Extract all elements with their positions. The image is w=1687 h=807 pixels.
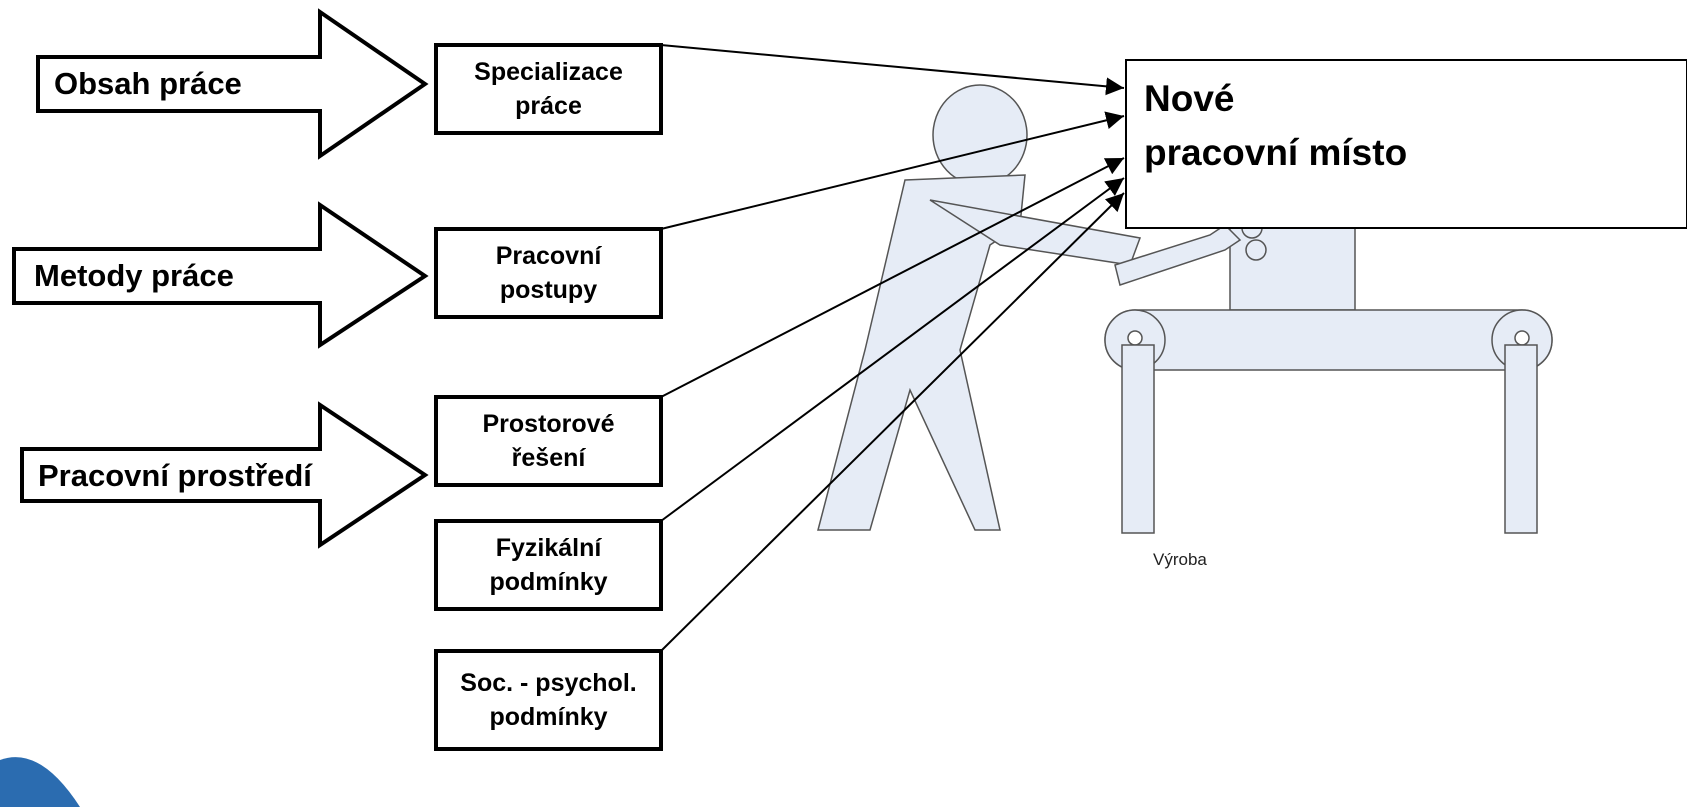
factor-label-fyzikalni: Fyzikální podmínky: [436, 521, 661, 609]
machine-lever: [1114, 224, 1242, 286]
machine-illustration: [1104, 199, 1553, 534]
factor-box-5: [434, 649, 663, 751]
factor-box-4: [434, 519, 663, 611]
category-arrows: [12, 8, 429, 549]
category-label-obsah: Obsah práce: [54, 66, 242, 101]
factor-box-1: [434, 43, 663, 135]
factor-label-line2: práce: [515, 92, 582, 120]
factor-label-line1: Pracovní: [495, 242, 602, 270]
factor-label-line2: postupy: [499, 276, 598, 304]
connector-2: [660, 111, 1125, 230]
factor-label-line2: podmínky: [489, 568, 608, 596]
corner-accent: [0, 757, 80, 807]
category-arrow-2: [12, 201, 429, 349]
connectors: [660, 44, 1125, 652]
factor-label-postupy: Pracovní postupy: [436, 229, 661, 317]
factor-label-line1: Soc. - psychol.: [460, 669, 637, 697]
category-arrow-3: [20, 401, 429, 549]
category-label-metody: Metody práce: [34, 258, 234, 293]
worker-head: [932, 84, 1028, 186]
connector-3: [660, 157, 1125, 398]
factor-label-specializace: Specializace práce: [436, 45, 661, 133]
worker-figure: [817, 84, 1142, 531]
connector-5: [660, 192, 1125, 652]
factor-label-line1: Fyzikální: [495, 534, 602, 562]
factor-boxes: [434, 43, 663, 751]
target-box: [1125, 59, 1687, 229]
category-label-prostredi: Pracovní prostředí: [38, 458, 312, 493]
factor-label-line2: podmínky: [489, 703, 608, 731]
target-label: Nové pracovní místo: [1144, 72, 1407, 179]
factor-label-soc-psychol: Soc. - psychol. podmínky: [436, 651, 661, 749]
factor-box-2: [434, 227, 663, 319]
target-label-line1: Nové: [1144, 78, 1235, 119]
machine-leg-right: [1504, 344, 1538, 534]
factor-label-line2: řešení: [511, 444, 586, 472]
factor-box-3: [434, 395, 663, 487]
factor-label-line1: Specializace: [474, 58, 623, 86]
factor-label-prostorove: Prostorové řešení: [436, 397, 661, 485]
machine-leg-left: [1121, 344, 1155, 534]
connector-1: [660, 44, 1125, 96]
conveyor-belt: [1104, 309, 1553, 371]
category-arrow-1: [36, 8, 429, 160]
connector-4: [660, 177, 1125, 522]
illustration-caption: Výroba: [1153, 550, 1207, 569]
factor-label-line1: Prostorové: [482, 410, 615, 438]
target-label-line2: pracovní místo: [1144, 131, 1408, 173]
